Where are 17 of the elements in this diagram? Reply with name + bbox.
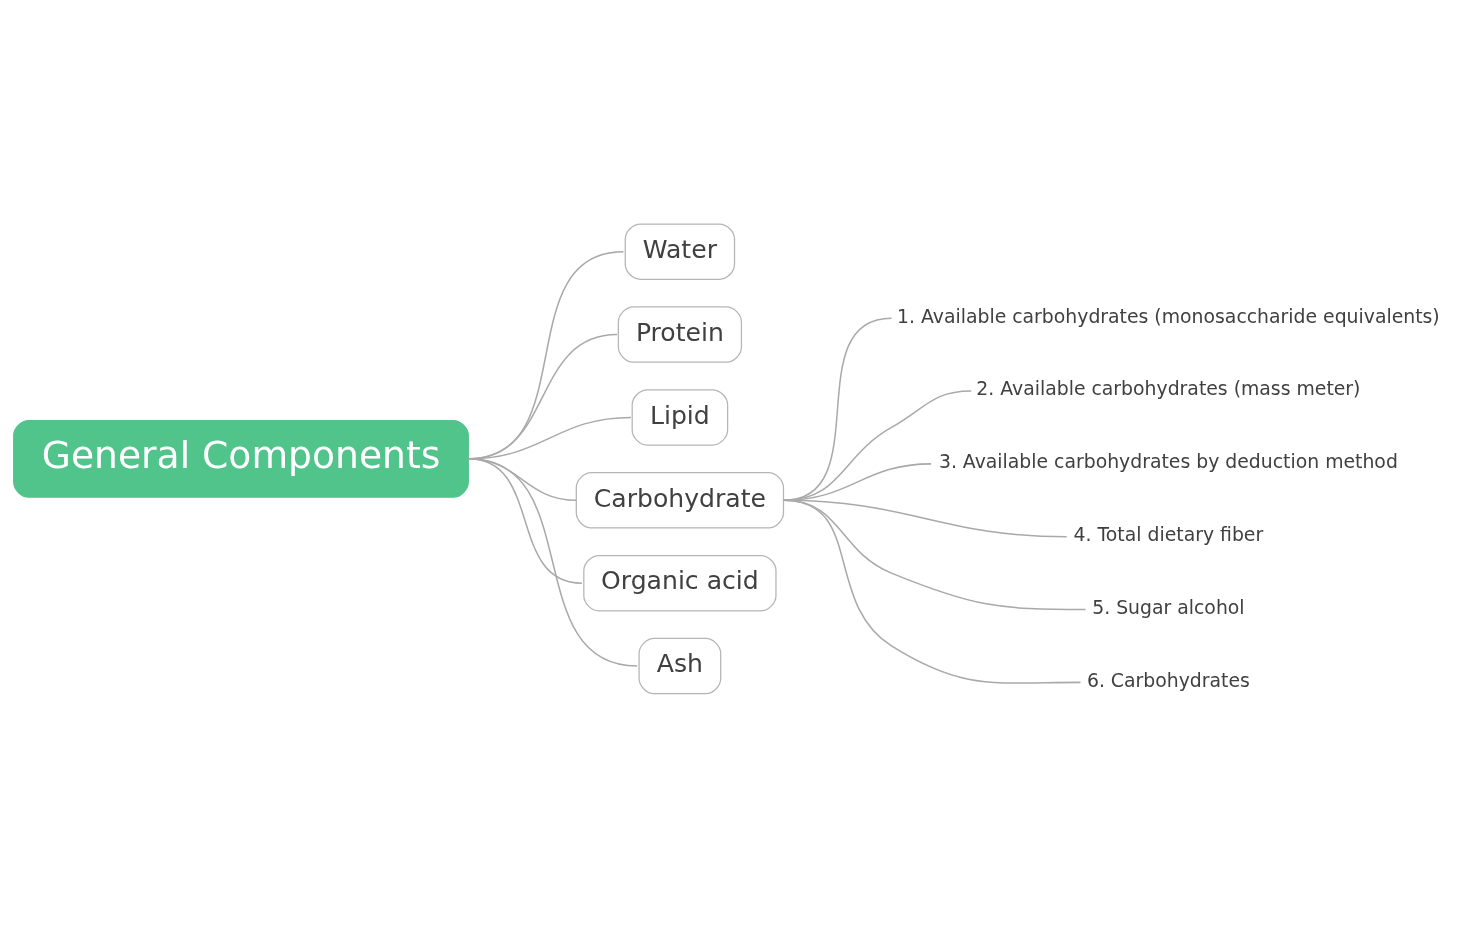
node-box: Lipid — [631, 388, 729, 446]
node-text: 1. Available carbohydrates (monosaccharide equivalents) — [897, 305, 1440, 327]
node-box: Carbohydrate — [575, 471, 785, 529]
connector — [782, 389, 972, 501]
node-text: 2. Available carbohydrates (mass meter) — [976, 377, 1361, 399]
node-text: 3. Available carbohydrates by deduction method — [938, 450, 1398, 472]
node-text: 5. Sugar alcohol — [1092, 596, 1245, 618]
node-text: 4. Total dietary fiber — [1073, 523, 1264, 545]
node-box: Organic acid — [583, 554, 777, 611]
node-text: 6. Carbohydrates — [1086, 669, 1250, 691]
connector — [782, 462, 932, 501]
node-box: Ash — [638, 637, 722, 694]
node-box: Water — [624, 222, 736, 280]
node-box: General Components — [13, 419, 469, 498]
connector — [782, 499, 1082, 684]
connector — [467, 457, 638, 667]
node-box: Protein — [617, 305, 743, 363]
